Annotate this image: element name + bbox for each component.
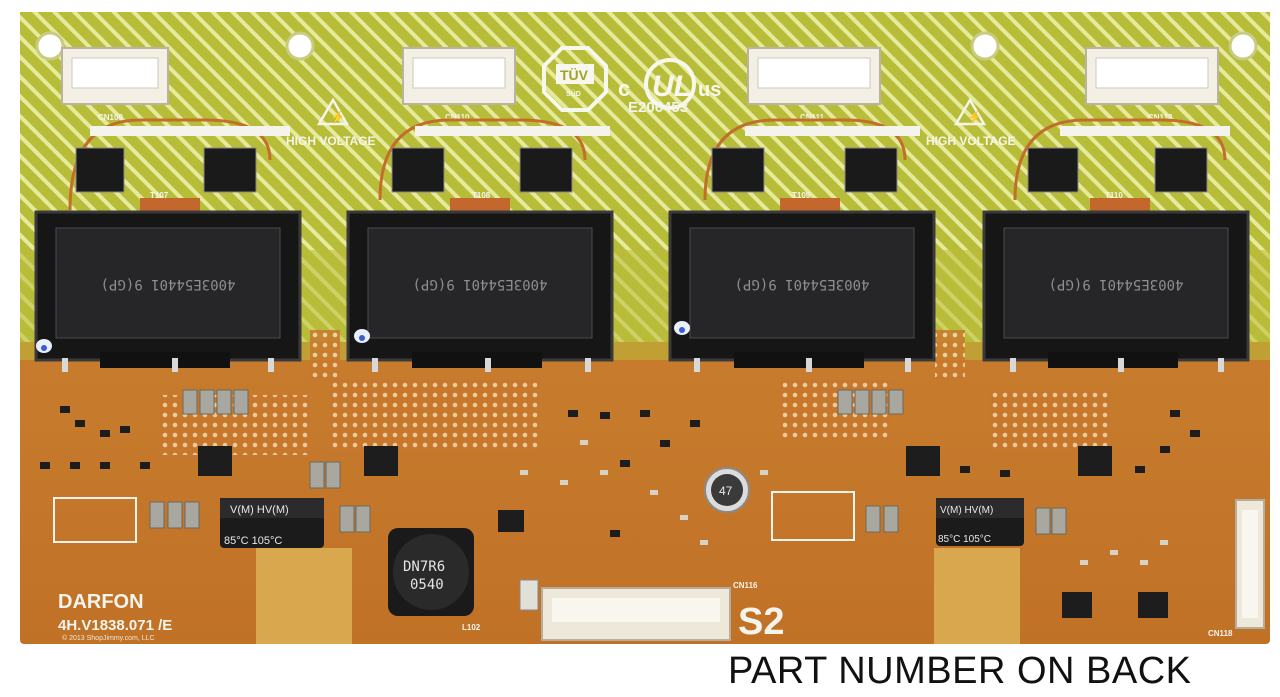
mounting-hole (285, 31, 315, 61)
svg-text:47: 47 (719, 484, 733, 498)
svg-text:⚡: ⚡ (967, 110, 982, 124)
svg-text:CN118: CN118 (1208, 629, 1233, 638)
svg-text:0540: 0540 (410, 577, 444, 593)
ul-file-number: E206453 (628, 99, 688, 116)
svg-text:V(M) HV(M): V(M) HV(M) (230, 504, 289, 516)
transformer-t107: 4003E54401 9(GP) (34, 210, 302, 368)
svg-text:c: c (618, 76, 630, 101)
transformer-t110: 4003E54401 9(GP) (982, 210, 1250, 368)
connector-cn112 (1085, 47, 1219, 105)
svg-text:⚡: ⚡ (330, 110, 345, 124)
svg-text:T108: T108 (472, 191, 491, 200)
gold-pad-right (934, 548, 1020, 644)
ul-certification-mark: c UL us (618, 58, 721, 110)
svg-text:V(M) HV(M): V(M) HV(M) (940, 505, 993, 516)
svg-text:DN7R6: DN7R6 (403, 559, 445, 575)
connector-cn110 (402, 47, 516, 105)
brand-darfon: DARFON (58, 591, 144, 613)
connector-cn118 (1235, 499, 1265, 629)
transformer-t108: 4003E54401 9(GP) (346, 210, 614, 368)
connector-label-cn112: CN112 (1148, 113, 1173, 122)
power-inductor-l102: DN7R6 0540 (388, 528, 474, 616)
tuv-certification-mark: TÜV SÜD (542, 46, 608, 112)
capacitor-right: V(M) HV(M) 85°C 105°C (936, 498, 1024, 546)
svg-text:L102: L102 (462, 623, 481, 632)
svg-text:4003E54401 9(GP): 4003E54401 9(GP) (735, 276, 870, 292)
connector-label-cn111: CN111 (800, 113, 825, 122)
part-number-caption: PART NUMBER ON BACK (728, 650, 1192, 692)
transformer-t109: 4003E54401 9(GP) (668, 210, 936, 368)
svg-text:us: us (698, 79, 721, 101)
connector-cn109 (61, 47, 169, 105)
svg-text:CN116: CN116 (733, 581, 758, 590)
electrolytic-capacitor: 47 (704, 467, 750, 513)
svg-text:T110: T110 (1105, 191, 1123, 200)
mosfet-row (75, 147, 1208, 193)
high-voltage-warning-left: ⚡ HIGH VOLTAGE (286, 97, 376, 148)
section-label-s2: S2 (738, 601, 784, 643)
connector-cn111 (747, 47, 881, 105)
copyright-watermark: © 2013 ShopJimmy.com, LLC (62, 634, 155, 642)
mounting-hole (35, 31, 65, 61)
svg-text:85°C 105°C: 85°C 105°C (224, 535, 282, 547)
svg-text:UL: UL (652, 70, 692, 103)
svg-text:T109: T109 (792, 191, 811, 200)
svg-text:4003E54401 9(GP): 4003E54401 9(GP) (1049, 276, 1184, 292)
svg-text:85°C 105°C: 85°C 105°C (938, 534, 991, 545)
svg-text:4003E54401 9(GP): 4003E54401 9(GP) (413, 276, 548, 292)
svg-text:4003E54401 9(GP): 4003E54401 9(GP) (101, 276, 236, 292)
svg-text:T107: T107 (150, 191, 169, 200)
capacitor-left: V(M) HV(M) 85°C 105°C (220, 498, 324, 548)
svg-text:HIGH VOLTAGE: HIGH VOLTAGE (286, 134, 376, 148)
svg-text:SÜD: SÜD (566, 89, 581, 98)
smd-capacitors (149, 389, 1067, 535)
board-part-number: 4H.V1838.071 /E (58, 617, 172, 634)
svg-text:HIGH VOLTAGE: HIGH VOLTAGE (926, 134, 1016, 148)
mounting-hole (1228, 31, 1258, 61)
connector-label-cn110: CN110 (445, 113, 470, 122)
mounting-hole (970, 31, 1000, 61)
high-voltage-warning-right: ⚡ HIGH VOLTAGE (926, 97, 1016, 148)
gold-pad-left (256, 548, 352, 644)
connector-cn116 (541, 587, 731, 641)
svg-text:TÜV: TÜV (560, 67, 589, 83)
soic-ics (198, 446, 1168, 618)
connector-label-cn109: CN109 (98, 113, 123, 122)
